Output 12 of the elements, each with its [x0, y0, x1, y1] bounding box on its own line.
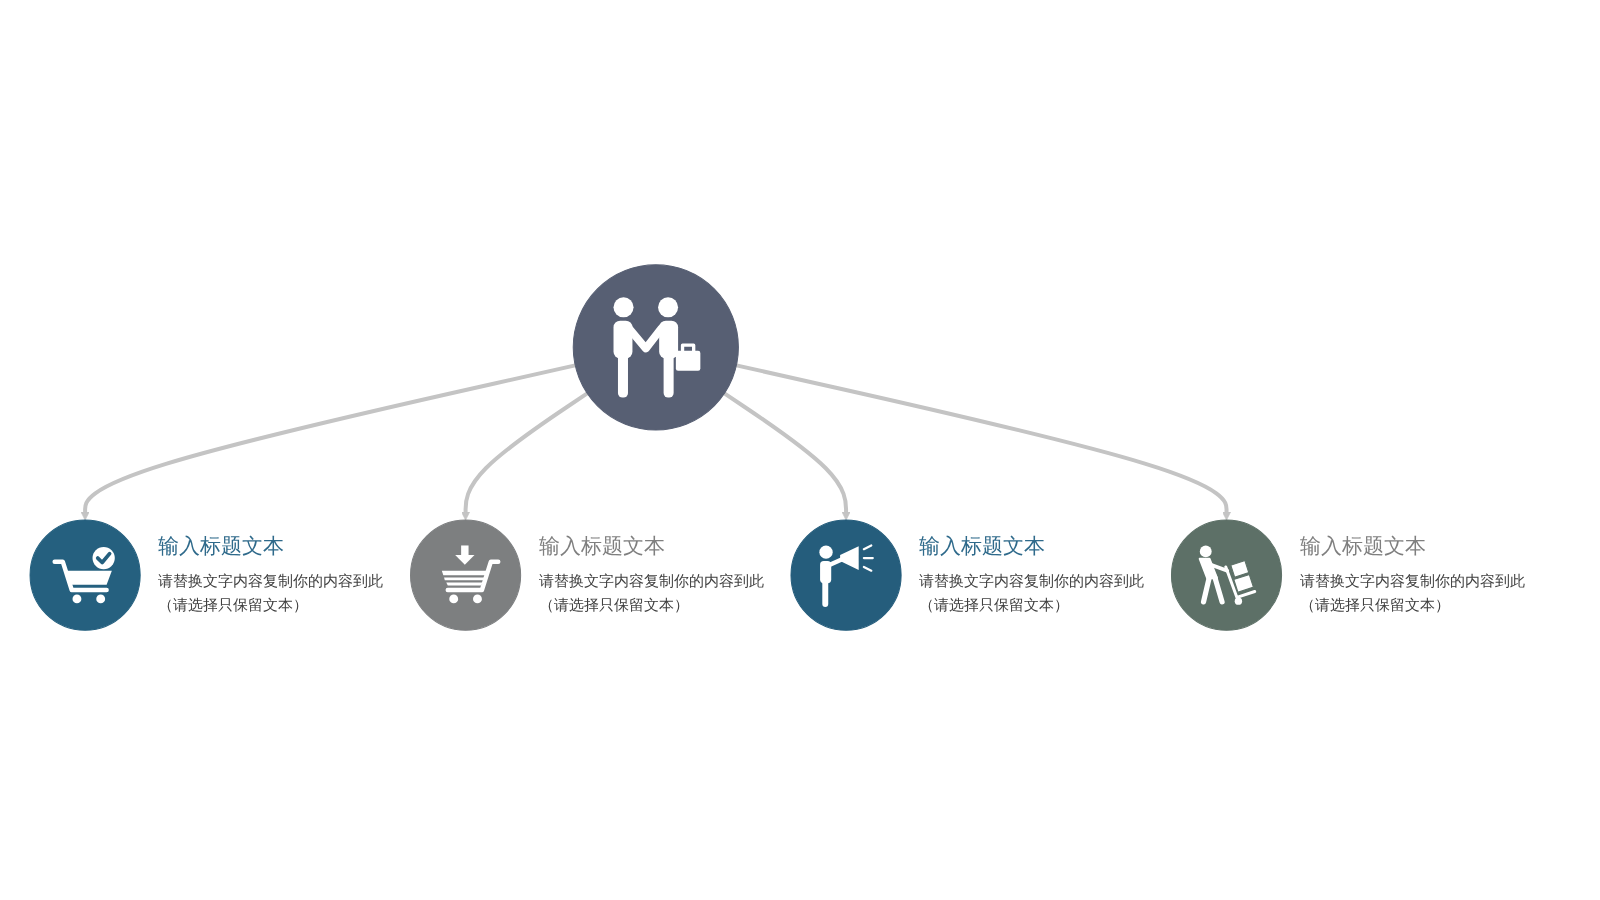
node-description: 请替换文字内容复制你的内容到此（请选择只保留文本）: [158, 570, 385, 616]
arrow: [80, 363, 576, 521]
node-description: 请替换文字内容复制你的内容到此（请选择只保留文本）: [538, 570, 765, 616]
arrow: [461, 391, 589, 521]
node-heading: 输入标题文本: [1299, 533, 1426, 561]
node-description: 请替换文字内容复制你的内容到此（请选择只保留文本）: [1299, 570, 1526, 616]
arrow: [736, 363, 1231, 521]
node-description: 请替换文字内容复制你的内容到此（请选择只保留文本）: [919, 570, 1146, 616]
arrow: [723, 391, 851, 521]
node-heading: 输入标题文本: [158, 533, 285, 561]
node-heading: 输入标题文本: [538, 533, 665, 561]
node-heading: 输入标题文本: [919, 533, 1046, 561]
